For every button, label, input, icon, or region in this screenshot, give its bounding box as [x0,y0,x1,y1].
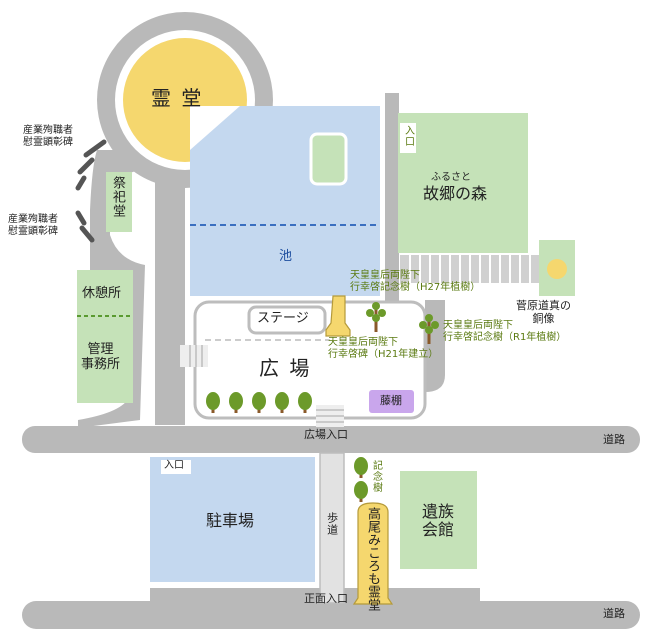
north-entrance-sign [400,123,416,153]
front-strip [150,588,480,604]
fujidana-label: 藤棚 [380,394,402,407]
tree-icon [298,392,312,413]
takao-sign[interactable] [352,502,394,605]
plaza-trees [206,392,312,413]
monument-lower-label: 産業殉職者 慰霊顕彰碑 [8,214,58,237]
pond[interactable] [190,106,380,296]
main-road-lower [22,601,640,629]
road-upper-label: 道路 [603,433,625,446]
parking-entrance-label: 入口 [164,460,184,471]
saishido-label: 祭祀堂 [109,176,125,218]
tree-icon [229,392,243,413]
saishido-building[interactable] [106,172,132,232]
kanri-label: 管理 事務所 [81,342,121,372]
sugawara-label: 菅原道真の 銅像 [516,299,571,325]
takao-label: 高尾みころも霊堂 [364,507,380,611]
stairs-east-lines [409,255,531,283]
parking-lot[interactable] [150,457,315,582]
monument-upper-label: 産業殉職者 慰霊顕彰碑 [23,125,73,148]
hiroba-entrance-label: 広場入口 [304,428,348,441]
stage-label: ステージ [257,311,309,326]
kinenju-label: 記念樹 [370,460,382,493]
tree-icon [252,392,266,413]
commem-h21-label: 天皇皇后両陛下 行幸啓碑（H21年建立） [328,337,439,360]
commemorative-tree-icon [419,314,439,344]
tree-icon [206,392,220,413]
north-entrance-label: 入口 [402,125,414,147]
plaza-west-steps [180,345,208,367]
central-road [155,175,185,425]
tree-icon [275,392,289,413]
pond-corner [190,106,240,150]
front-entrance-label: 正面入口 [304,592,348,605]
furusato-ruby: ふるさと [431,172,471,183]
tree-icon [354,457,368,478]
monument-icon [325,295,351,337]
commem-h27-label: 天皇皇后両陛下 行幸啓記念樹（H27年植樹） [350,270,481,293]
sidewalk[interactable] [319,452,345,604]
commem-r1-label: 天皇皇后両陛下 行幸啓記念樹（R1年植樹） [443,320,567,343]
tree-icon [354,481,368,502]
statue-icon [547,259,567,279]
izoku-kaikan[interactable] [400,471,477,569]
pond-island [309,132,348,186]
monument-markers [75,139,107,243]
parking-entrance-sign [161,460,191,474]
furusato-label: 故郷の森 [423,184,488,203]
main-road-upper [22,426,640,453]
commemorative-tree-icon [366,302,386,332]
road-lower-label: 道路 [603,607,625,620]
parking-label: 駐車場 [206,511,255,530]
stage[interactable] [247,305,327,335]
plaza-south-steps [316,405,344,427]
pond-label: 池 [279,249,293,264]
furusato-forest[interactable] [398,113,528,253]
rest-office-building[interactable] [77,270,133,403]
sidewalk-label: 歩道 [325,512,339,536]
hiroba-label: 広 場 [259,356,312,380]
izoku-label: 遺族 会館 [422,502,455,540]
reido-label: 霊 堂 [151,86,204,110]
kyukeijo-label: 休憩所 [82,286,122,301]
fujidana[interactable] [369,390,414,413]
